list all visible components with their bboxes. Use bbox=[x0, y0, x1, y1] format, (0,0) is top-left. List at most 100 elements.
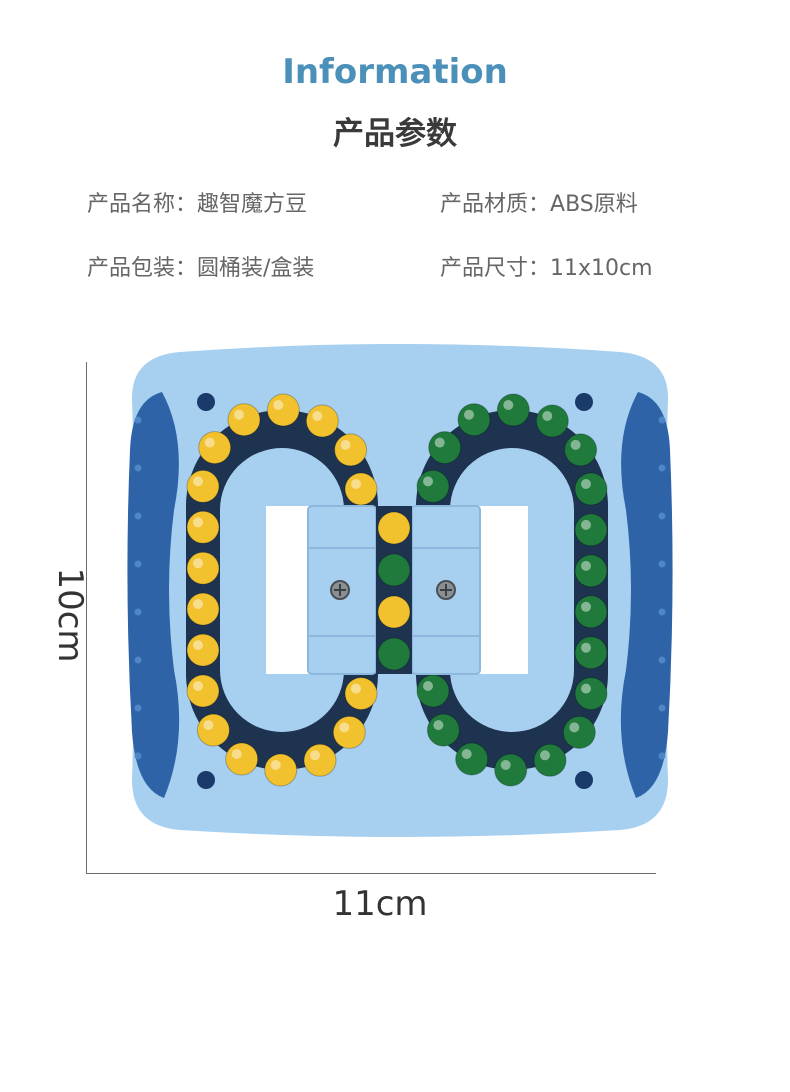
frame-bump bbox=[658, 464, 666, 472]
bead bbox=[564, 433, 598, 467]
bead bbox=[225, 742, 259, 776]
bead-highlight bbox=[434, 437, 445, 448]
screw-hole bbox=[197, 393, 215, 411]
page-title-en: Information bbox=[282, 52, 508, 92]
bead-highlight bbox=[193, 681, 203, 691]
bead-highlight bbox=[339, 722, 350, 733]
bead bbox=[344, 677, 378, 711]
bead-highlight bbox=[193, 599, 203, 610]
frame-bump bbox=[134, 752, 142, 760]
spec-label: 产品名称： bbox=[87, 192, 198, 217]
page-title-cn: 产品参数 bbox=[333, 116, 457, 152]
bead bbox=[266, 393, 300, 427]
bead bbox=[196, 713, 230, 747]
bead-highlight bbox=[500, 760, 511, 770]
bead bbox=[562, 715, 596, 749]
bead bbox=[533, 743, 567, 777]
frame-bump bbox=[134, 608, 142, 616]
bead-highlight bbox=[312, 411, 323, 421]
center-window-right bbox=[476, 506, 528, 674]
bead-highlight bbox=[193, 640, 203, 651]
frame-bump bbox=[134, 656, 142, 664]
bead-highlight bbox=[542, 411, 553, 421]
bead-highlight bbox=[340, 439, 351, 450]
frame-bump bbox=[658, 512, 666, 520]
bead bbox=[428, 431, 462, 465]
bead-highlight bbox=[464, 409, 474, 420]
spec-label: 产品材质： bbox=[440, 192, 551, 217]
bead bbox=[574, 595, 608, 629]
bead-highlight bbox=[231, 749, 242, 759]
spec-material: 产品材质：ABS原料 bbox=[440, 186, 638, 218]
bead-highlight bbox=[569, 722, 580, 733]
frame-bump bbox=[134, 464, 142, 472]
bead bbox=[494, 753, 528, 787]
bead-highlight bbox=[234, 409, 244, 420]
frame-bump bbox=[134, 560, 142, 568]
frame-bump bbox=[658, 608, 666, 616]
bead bbox=[227, 403, 261, 437]
bead-group-center bbox=[377, 511, 411, 671]
spec-label: 产品包装： bbox=[87, 256, 198, 281]
bead bbox=[186, 510, 220, 544]
spec-value: 圆桶装/盒装 bbox=[197, 256, 315, 281]
bead bbox=[574, 636, 608, 670]
product-image bbox=[127, 344, 673, 837]
bead bbox=[377, 553, 411, 587]
bead bbox=[574, 554, 608, 588]
screw-hole bbox=[575, 393, 593, 411]
bead-highlight bbox=[193, 517, 203, 528]
bead-highlight bbox=[581, 683, 591, 694]
bead-highlight bbox=[270, 760, 281, 770]
bead bbox=[377, 511, 411, 545]
bead bbox=[303, 743, 337, 777]
bead bbox=[186, 633, 220, 667]
bead bbox=[535, 404, 569, 438]
bead bbox=[574, 513, 608, 547]
screw-hole bbox=[575, 771, 593, 789]
spec-label: 产品尺寸： bbox=[440, 256, 551, 281]
bead-highlight bbox=[273, 400, 284, 410]
bead-highlight bbox=[581, 519, 591, 530]
bead bbox=[457, 403, 491, 437]
bead-highlight bbox=[461, 749, 472, 759]
bead-highlight bbox=[203, 720, 214, 731]
bead bbox=[416, 674, 450, 708]
bead bbox=[186, 469, 220, 503]
bead bbox=[574, 472, 608, 506]
bead bbox=[377, 595, 411, 629]
bead bbox=[426, 713, 460, 747]
bead-highlight bbox=[193, 558, 203, 569]
bead-highlight bbox=[581, 642, 591, 653]
bead bbox=[186, 592, 220, 626]
bead-highlight bbox=[581, 560, 591, 571]
frame-bump bbox=[134, 512, 142, 520]
frame-bumps bbox=[134, 416, 666, 760]
frame-bump bbox=[658, 752, 666, 760]
bead bbox=[334, 433, 368, 467]
spec-size: 产品尺寸：11x10cm bbox=[440, 250, 653, 282]
bead-highlight bbox=[433, 720, 444, 731]
screw-slot bbox=[334, 584, 346, 596]
spec-product-name: 产品名称：趣智魔方豆 bbox=[87, 186, 307, 218]
screw-slot bbox=[440, 584, 452, 596]
screw-hole bbox=[197, 771, 215, 789]
bead bbox=[377, 637, 411, 671]
bead-highlight bbox=[540, 750, 550, 761]
toy-frame-left bbox=[127, 392, 180, 798]
bead bbox=[264, 753, 298, 787]
bead bbox=[455, 742, 489, 776]
spec-value: 趣智魔方豆 bbox=[197, 192, 308, 217]
frame-bump bbox=[658, 704, 666, 712]
bead bbox=[574, 677, 608, 711]
bead-highlight bbox=[423, 476, 433, 487]
spec-value: ABS原料 bbox=[550, 192, 638, 217]
bead bbox=[186, 674, 220, 708]
bead-highlight bbox=[310, 750, 320, 761]
height-dimension-label: 10cm bbox=[50, 567, 90, 663]
width-axis-line bbox=[86, 873, 656, 874]
height-axis-line bbox=[86, 362, 87, 874]
bead-highlight bbox=[351, 479, 361, 489]
spec-packaging: 产品包装：圆桶装/盒装 bbox=[87, 250, 314, 282]
bead-highlight bbox=[423, 681, 433, 691]
